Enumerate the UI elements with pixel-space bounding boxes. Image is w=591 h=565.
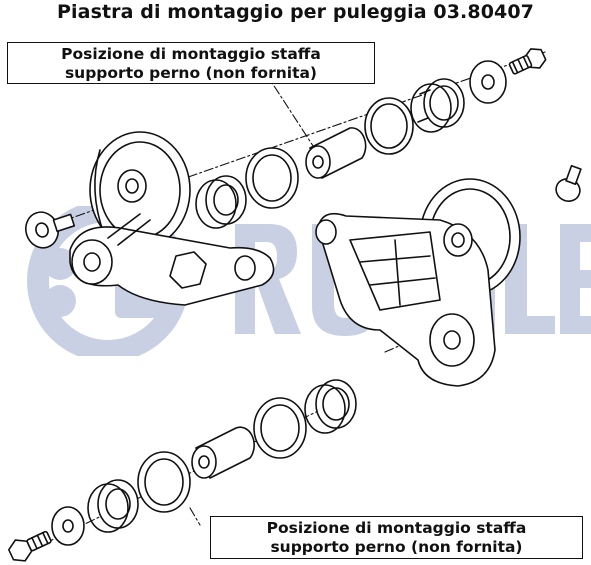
- bottom-washer: [51, 506, 85, 546]
- tensioner-arm-left: [69, 213, 275, 306]
- bottom-spacer-sleeve: [191, 426, 255, 479]
- callout-box-bottom: Posizione di montaggio staffa supporto p…: [210, 516, 583, 559]
- bottom-bolt: [8, 530, 52, 562]
- top-ring: [364, 97, 414, 155]
- right-bolt: [555, 164, 582, 202]
- pulley-left: [89, 131, 191, 249]
- bottom-bushing-2: [87, 479, 139, 533]
- left-bolt: [24, 211, 76, 249]
- bottom-bushing-1: [304, 379, 357, 434]
- mounting-plate-bracket: [315, 212, 496, 387]
- diagram-title: Piastra di montaggio per puleggia 03.804…: [57, 1, 534, 23]
- top-bushing-2: [195, 175, 247, 229]
- callout-top-line1: Posizione di montaggio staffa: [61, 45, 321, 63]
- bottom-ring-1: [253, 397, 307, 459]
- callout-bottom-line2: supporto perno (non fornita): [270, 538, 523, 556]
- top-bushing-small: [410, 78, 465, 133]
- callout-box-top: Posizione di montaggio staffa supporto p…: [7, 42, 375, 84]
- top-spacer-sleeve: [305, 127, 367, 179]
- callout-bottom-line1: Posizione di montaggio staffa: [266, 519, 527, 537]
- bottom-ring-2: [137, 451, 191, 513]
- top-bolt: [508, 48, 547, 75]
- top-washer: [469, 60, 507, 104]
- callout-top-line2: supporto perno (non fornita): [64, 64, 318, 82]
- top-ring-2: [245, 147, 299, 209]
